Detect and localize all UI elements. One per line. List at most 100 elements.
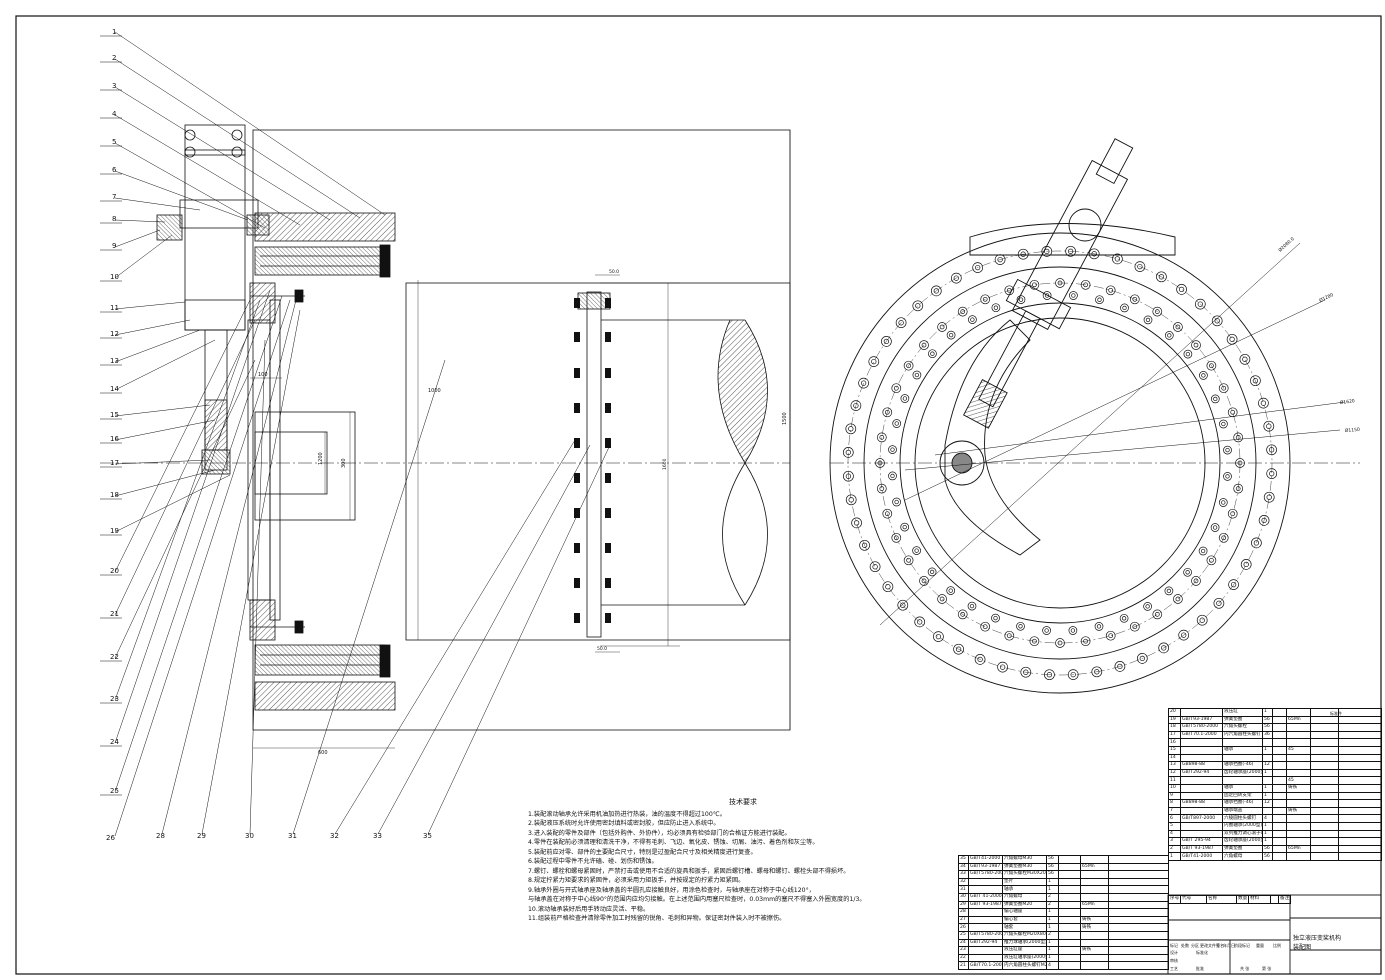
balloon-labels: 1 2 3 4 5 6 7 8 9 10 11 12 13 14 15 16 1… bbox=[106, 28, 432, 842]
flange-plate bbox=[586, 291, 602, 638]
bom-cell: 1 bbox=[1046, 877, 1059, 887]
bom-cell bbox=[1272, 837, 1287, 846]
bom-cell bbox=[1262, 738, 1273, 747]
bom-cell: 1 bbox=[1046, 908, 1059, 917]
bom-cell: 轴承 bbox=[1222, 783, 1263, 793]
bom-cell bbox=[1338, 738, 1382, 747]
rod-end-nut bbox=[201, 449, 231, 475]
bolt-hole bbox=[882, 407, 893, 418]
bolt-hole bbox=[1213, 597, 1225, 609]
bolt-hole bbox=[914, 616, 926, 628]
bom-cell: 弹簧垫圈M30 bbox=[1002, 862, 1047, 872]
balloon: 20 bbox=[110, 567, 119, 575]
bolt-hole-core bbox=[879, 435, 885, 440]
bolt-hole-core bbox=[879, 486, 885, 491]
bom-cell bbox=[1338, 799, 1382, 808]
bom-cell bbox=[1108, 961, 1169, 970]
bolt-hole-core bbox=[969, 603, 975, 609]
bolt-hole bbox=[1152, 306, 1163, 317]
bolt-hole-core bbox=[845, 449, 851, 456]
bolt-hole-core bbox=[1221, 421, 1226, 427]
bolt-hole-core bbox=[1018, 297, 1024, 302]
bom-cell: 4 bbox=[1168, 829, 1181, 839]
dim-1200: 1200 bbox=[318, 452, 324, 465]
bom-cell bbox=[1338, 791, 1382, 801]
bom-cell bbox=[1108, 900, 1169, 910]
bom-cell bbox=[1286, 799, 1311, 808]
bom-cell: 65Mn bbox=[1286, 715, 1311, 725]
bolt-hole-core bbox=[1161, 645, 1167, 651]
balloon: 7 bbox=[112, 193, 116, 201]
bom-cell bbox=[1272, 852, 1287, 861]
bom-cell bbox=[1080, 892, 1109, 902]
bom-cell bbox=[968, 923, 1003, 932]
design-sub: 装配图 bbox=[1293, 944, 1312, 951]
bom-cell: 1 bbox=[1262, 768, 1273, 778]
bolt-hole bbox=[919, 340, 929, 350]
bom-cell: 轴承 bbox=[1222, 745, 1263, 755]
bom-cell: GB/T5780-2000 bbox=[968, 930, 1003, 940]
bom-cell bbox=[1272, 761, 1287, 770]
bolt-hole bbox=[859, 539, 870, 551]
balloon: 9 bbox=[112, 242, 116, 250]
hdr-material: 材料 bbox=[1248, 895, 1271, 904]
bom-cell bbox=[1286, 768, 1311, 778]
bom-cell: 23 bbox=[958, 946, 969, 955]
balloon: 26 bbox=[106, 834, 115, 842]
bom-cell: 45 bbox=[1286, 776, 1311, 785]
bolt-hole-core bbox=[1261, 517, 1267, 524]
bom-cell: GB/T5780-2000 bbox=[1180, 723, 1223, 732]
bom-cell bbox=[1058, 908, 1081, 917]
bolt-hole bbox=[1020, 666, 1032, 678]
bolt-holes bbox=[842, 245, 1278, 681]
bom-cell: 六角头螺栓 bbox=[1222, 723, 1263, 732]
tech-line: 5.装配前应对零、部件的主要配合尺寸，特别是过盈配合尺寸及相关精度进行复查。 bbox=[528, 848, 757, 856]
balloon: 15 bbox=[110, 411, 119, 419]
bolt-circle-outer bbox=[847, 250, 1273, 676]
bom-cell: 28 bbox=[958, 908, 969, 917]
bom-cell: 1 bbox=[1262, 829, 1273, 839]
bom-cell: 1 bbox=[1262, 791, 1273, 801]
bolt-hole bbox=[968, 315, 977, 324]
bom-cell bbox=[1310, 799, 1339, 808]
bolt-hole-core bbox=[1139, 655, 1145, 662]
bolt-hole bbox=[1266, 468, 1278, 479]
bolt-hole bbox=[967, 601, 977, 611]
bom-cell bbox=[1286, 814, 1311, 823]
bolt-hole-core bbox=[1023, 669, 1029, 675]
tb-label: 设计 bbox=[1170, 950, 1178, 955]
bolt-hole-core bbox=[1044, 248, 1050, 255]
tb-label: 年月日 bbox=[1223, 943, 1235, 948]
bom-cell bbox=[968, 908, 1003, 917]
bolt-hole bbox=[1094, 622, 1104, 631]
bolt-hole-core bbox=[955, 646, 962, 652]
flange-view bbox=[577, 274, 768, 653]
bom-cell bbox=[968, 877, 1003, 887]
bolt-hole-core bbox=[1145, 317, 1151, 323]
bom-cell bbox=[1272, 783, 1287, 793]
dim-50-bottom: 50.0 bbox=[597, 646, 607, 652]
bolt-hole-core bbox=[1193, 578, 1199, 584]
bolt-hole bbox=[1134, 261, 1146, 272]
bom-cell: 双列推力调心滚子轴承 bbox=[1222, 829, 1263, 839]
bom-cell: 轴套 bbox=[1002, 923, 1047, 932]
bolt-hole-core bbox=[960, 612, 966, 617]
bom-cell bbox=[1338, 745, 1382, 755]
balloon: 10 bbox=[110, 273, 119, 281]
bom-cell: 轴承 bbox=[1002, 885, 1047, 894]
bolt-hole-core bbox=[1230, 409, 1236, 415]
bom-cell bbox=[1222, 753, 1263, 763]
bom-cell: 25 bbox=[958, 930, 969, 940]
balloon: 23 bbox=[110, 695, 119, 703]
tb-label: 签名 bbox=[1216, 943, 1224, 948]
bom-cell: 轴承挡圈(-46) bbox=[1222, 799, 1263, 808]
bom-cell bbox=[1080, 930, 1109, 940]
bom-cell bbox=[1108, 953, 1169, 963]
bom-cell: 1 bbox=[1046, 938, 1059, 948]
